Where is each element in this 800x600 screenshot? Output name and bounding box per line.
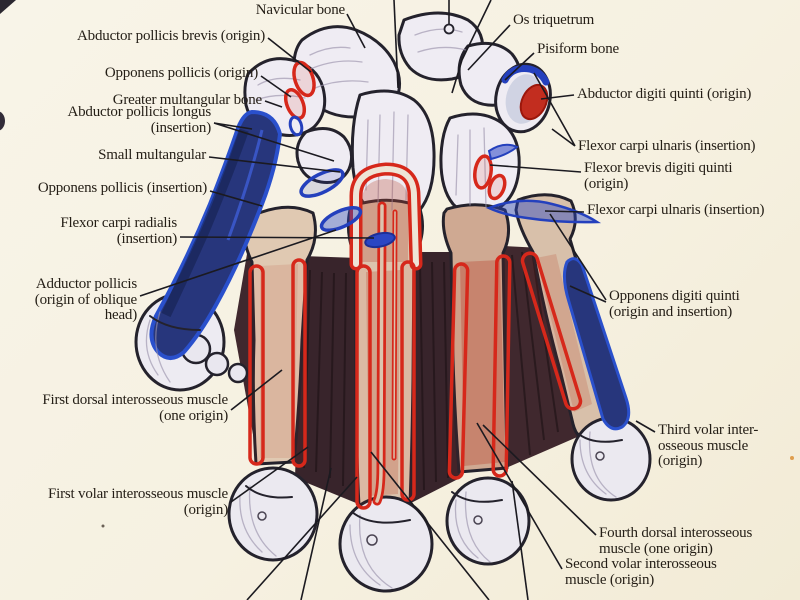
leader-lines — [139, 0, 656, 600]
shading-hatches — [145, 28, 623, 589]
label-opponens-pollicis-insertion: Opponens pollicis (insertion) — [37, 180, 207, 197]
label-second-volar-interosseous: Second volar interosseous muscle (origin… — [565, 556, 717, 588]
label-line: First volar interosseous muscle — [47, 486, 228, 502]
leader-first-dorsal-interosseous — [230, 369, 283, 411]
label-greater-multangular: Greater multangular bone — [112, 92, 263, 109]
label-os-triquetrum: Os triquetrum — [513, 12, 595, 29]
leader-first-volar-interosseous — [230, 446, 309, 503]
leader-abductor-pollicis-brevis — [267, 37, 312, 73]
label-line: head) — [104, 307, 138, 323]
cropped-leader — [300, 467, 332, 600]
label-line: (origin) — [658, 453, 703, 469]
cropped-leader — [393, 0, 399, 89]
cropped-leader — [370, 451, 490, 600]
label-pisiform-bone: Pisiform bone — [537, 41, 619, 58]
leader-adductor-pollicis — [139, 229, 337, 297]
leader-greater-multangular — [264, 100, 283, 108]
label-flexor-brevis-digiti-quinti: Flexor brevis digiti quinti (origin) — [584, 160, 733, 192]
label-opponens-pollicis-origin: Opponens pollicis (origin) — [104, 65, 258, 82]
first-metacarpal-shaft-blue — [149, 110, 282, 360]
label-line: Flexor brevis digiti quinti — [584, 160, 733, 176]
label-flexor-carpi-ulnaris-1: Flexor carpi ulnaris (insertion) — [578, 138, 756, 155]
cropped-leader — [511, 480, 529, 600]
label-line: Flexor carpi ulnaris (insertion) — [587, 202, 765, 218]
leader-flexor-carpi-ulnaris-2 — [544, 210, 585, 213]
label-line: Os triquetrum — [513, 12, 595, 28]
label-line: muscle (origin) — [565, 571, 655, 588]
label-adductor-pollicis: Adductor pollicis (origin of oblique hea… — [34, 276, 138, 324]
leader-abductor-digiti-quinti — [540, 94, 575, 100]
label-line: Adductor pollicis — [35, 276, 137, 292]
label-line: Flexor carpi radialis — [60, 215, 177, 231]
label-line: (one origin) — [159, 407, 228, 424]
leader-abductor-pollicis-longus — [213, 122, 335, 162]
label-line: Second volar interosseous — [565, 556, 717, 572]
label-first-volar-interosseous: First volar interosseous muscle (origin) — [47, 486, 228, 518]
insertion-markings-blue — [288, 65, 631, 431]
leader-flexor-carpi-ulnaris-1 — [533, 72, 576, 147]
second-metacarpal-head — [227, 466, 319, 562]
label-flexor-carpi-ulnaris-2: Flexor carpi ulnaris (insertion) — [587, 202, 765, 219]
leader-opponens-pollicis-origin — [260, 75, 292, 98]
label-line: Flexor carpi ulnaris (insertion) — [578, 138, 756, 154]
label-line: Opponens digiti quinti — [609, 288, 740, 304]
label-navicular-bone: Navicular bone — [255, 2, 345, 19]
cropped-leader — [451, 0, 492, 94]
origin-markings-red — [248, 60, 592, 510]
label-small-multangular: Small multangular — [98, 147, 206, 164]
label-line: Third volar inter- — [658, 422, 759, 438]
label-line: (origin) — [584, 175, 629, 192]
label-abductor-digiti-quinti: Abductor digiti quinti (origin) — [577, 86, 752, 103]
label-line: Navicular bone — [255, 2, 345, 18]
label-line: Pisiform bone — [537, 41, 619, 57]
scan-artifacts — [0, 0, 794, 528]
leader-pisiform — [504, 52, 535, 81]
label-line: Abductor pollicis brevis (origin) — [77, 28, 265, 44]
fifth-metacarpal-head — [570, 416, 652, 502]
label-line: Opponens pollicis (insertion) — [37, 180, 207, 196]
leader-flexor-brevis-digiti-quinti — [489, 164, 582, 173]
cropped-leader — [246, 476, 358, 600]
leader-navicular — [346, 13, 366, 49]
label-first-dorsal-interosseous: First dorsal interosseous muscle (one or… — [42, 392, 228, 424]
label-abductor-pollicis-brevis: Abductor pollicis brevis (origin) — [77, 28, 265, 45]
leader-end-marker — [443, 23, 455, 35]
label-abductor-pollicis-longus: Abductor pollicis longus (insertion) — [67, 104, 211, 136]
label-line: (origin and insertion) — [609, 303, 733, 320]
leader-second-volar-interosseous — [476, 422, 563, 570]
label-line: Fourth dorsal interosseous — [599, 525, 753, 541]
leader-small-multangular — [208, 156, 341, 173]
label-line: osseous muscle — [658, 437, 749, 454]
label-line: Abductor digiti quinti (origin) — [577, 86, 752, 102]
label-line: (insertion) — [150, 119, 211, 136]
label-line: Opponens pollicis (origin) — [104, 65, 258, 81]
sesamoid-bone — [204, 351, 230, 377]
label-line: First dorsal interosseous muscle — [42, 392, 228, 408]
leader-opponens-pollicis-insertion — [209, 190, 263, 207]
label-line: muscle (one origin) — [599, 540, 713, 557]
label-line: (origin of oblique — [34, 291, 137, 308]
label-fourth-dorsal-interosseous: Fourth dorsal interosseous muscle (one o… — [599, 525, 753, 557]
label-line: Small multangular — [98, 147, 206, 163]
leader-opponens-digiti-quinti — [549, 213, 607, 303]
leader-flexor-carpi-radialis — [179, 236, 375, 239]
sesamoid-bone — [227, 362, 249, 384]
label-third-volar-interosseous: Third volar inter- osseous muscle (origi… — [658, 422, 759, 470]
leader-third-volar-interosseous — [635, 420, 656, 433]
label-line: (insertion) — [116, 230, 177, 247]
label-opponens-digiti-quinti: Opponens digiti quinti (origin and inser… — [609, 288, 740, 320]
leader-fourth-dorsal-interosseous — [482, 424, 597, 536]
label-line: (origin) — [183, 501, 228, 518]
leader-os-triquetrum — [467, 24, 511, 71]
label-line: Abductor pollicis longus — [67, 104, 211, 120]
label-line: Greater multangular bone — [112, 92, 263, 108]
label-flexor-carpi-radialis: Flexor carpi radialis (insertion) — [60, 215, 177, 247]
